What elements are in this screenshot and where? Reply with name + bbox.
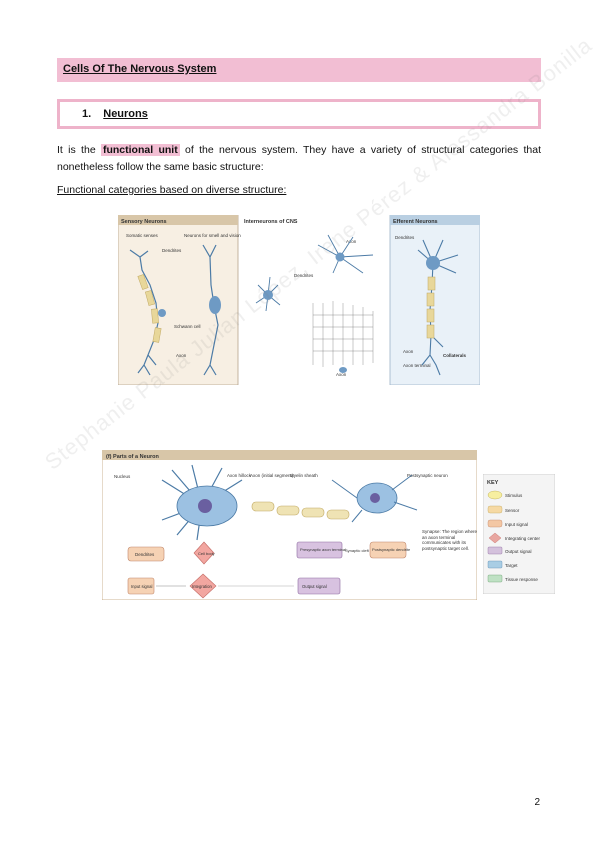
key-swatch-input	[487, 519, 503, 528]
synapse-note-box: Synapse: The region where an axon termin…	[422, 529, 477, 551]
parts-panel-frame	[102, 450, 477, 600]
parts-of-neuron-figure: (f) Parts of a Neuron Nucleus Axon hillo…	[102, 450, 477, 600]
output-signal-box	[297, 577, 341, 595]
integration-diamond	[189, 573, 217, 599]
myelin-sheath-label: Myelin sheath	[290, 473, 318, 478]
key-items: Stimulus Sensor Input signal Integrating…	[487, 490, 541, 583]
smell-neuron-label: Neurons for smell and vision	[184, 233, 241, 238]
efferent-panel-header	[390, 215, 480, 225]
intro-highlight: functional unit	[100, 144, 180, 156]
parts-panel-title: (f) Parts of a Neuron	[106, 454, 160, 460]
collaterals-label: Collaterals	[443, 353, 467, 358]
postsynaptic-dendrites	[331, 474, 418, 523]
key-swatch-stimulus	[487, 490, 503, 500]
efferent-cell-body	[426, 256, 440, 270]
key-title: KEY	[487, 480, 499, 486]
key-label-tissue-response: Tissue response	[505, 577, 538, 582]
postsynaptic-dendrite-label: Postsynaptic dendrite	[372, 547, 411, 552]
cell-body-label: Cell body	[198, 551, 215, 556]
categories-heading: Functional categories based on diverse s…	[57, 184, 287, 196]
key-label-target: Target	[505, 563, 518, 568]
postsynaptic-nucleus	[370, 493, 380, 503]
interneuron-axon-label: Axon	[346, 239, 357, 244]
presynaptic-box	[296, 541, 343, 559]
sensory-myelin-segments	[137, 274, 162, 343]
input-signal-label: Input signal	[131, 584, 152, 589]
key-label-stimulus: Stimulus	[505, 493, 523, 498]
integration-label: Integration	[192, 584, 212, 589]
intro-text-before: It is the	[57, 144, 101, 156]
synaptic-cleft-label: Synaptic cleft	[345, 548, 370, 553]
key-swatch-output	[487, 546, 503, 555]
key-swatch-tissue-response	[487, 574, 503, 583]
axon-hillock-label: Axon hillock	[227, 473, 252, 478]
page-number: 2	[534, 797, 540, 808]
color-key: KEY Stimulus Sensor Input signal Integra…	[483, 474, 555, 594]
efferent-axon-terminal-label: Axon terminal	[403, 363, 431, 368]
smell-cell-body	[209, 296, 221, 314]
sensory-panel	[118, 215, 239, 385]
intro-paragraph: It is the functional unit of the nervous…	[57, 142, 541, 176]
somatic-senses-label: Somatic senses	[126, 233, 159, 238]
parts-panel-header	[102, 450, 477, 460]
purkinje-cell-body	[339, 367, 347, 373]
efferent-myelin-segments	[426, 276, 436, 339]
initial-segment-label: Axon (initial segment)	[250, 473, 294, 478]
intro-text-after: of the nervous system. They have a varie…	[57, 144, 542, 173]
postsynaptic-dendrite-box	[369, 541, 407, 559]
section-title-bar: Cells Of The Nervous System	[57, 58, 541, 82]
sensory-cell-body	[158, 309, 166, 317]
presynaptic-label: Presynaptic axon terminal	[300, 547, 346, 552]
cell-body-diamond	[193, 541, 215, 565]
input-signal-box	[127, 577, 155, 595]
interneuron-axon-label-2: Axon	[336, 372, 347, 377]
synapse-note: Synapse: The region where an axon termin…	[422, 529, 477, 551]
sensory-dendrites-label: Dendrites	[162, 248, 182, 253]
output-signal-label: Output signal	[302, 584, 327, 589]
interneuron-cell-body-1	[263, 290, 273, 300]
myelin-sheath-segments	[251, 501, 350, 520]
interneuron-panel-title: Interneurons of CNS	[244, 219, 298, 225]
key-label-input: Input signal	[505, 522, 528, 527]
key-swatch-sensor	[487, 505, 503, 514]
key-swatch-integrating	[488, 532, 502, 544]
sensory-panel-header	[118, 215, 238, 225]
efferent-panel-title: Efferent Neurons	[393, 219, 438, 225]
section-title: Cells Of The Nervous System	[63, 63, 217, 75]
subsection-number: 1.	[82, 108, 92, 120]
interneuron-cell-body-2	[335, 252, 345, 262]
key-label-integrating: Integrating center	[505, 536, 541, 541]
efferent-panel	[389, 215, 480, 385]
subsection-title: Neurons	[103, 108, 148, 120]
sensory-panel-title: Sensory Neurons	[121, 219, 167, 225]
efferent-dendrites-label: Dendrites	[395, 235, 415, 240]
interneuron-dendrites-label: Dendrites	[294, 273, 314, 278]
key-label-sensor: Sensor	[505, 508, 520, 513]
key-label-output: Output signal	[505, 549, 532, 554]
interneuron-drawing	[255, 234, 374, 312]
purkinje-dendrite-tree	[312, 301, 374, 367]
nucleus-label: Nucleus	[114, 474, 131, 479]
dendrites-box	[127, 546, 165, 562]
subsection-title-bar: 1. Neurons	[57, 99, 541, 129]
efferent-axon-label: Axon	[403, 349, 414, 354]
neuron-categories-figure: Sensory Neurons Somatic senses Neurons f…	[118, 215, 480, 385]
key-swatch-target	[487, 560, 503, 569]
sensory-axon-label: Axon	[176, 353, 187, 358]
schwann-cell-label: Schwann cell	[174, 324, 201, 329]
postsynaptic-neuron-label: Postsynaptic neuron	[407, 473, 448, 478]
dendrites-label: Dendrites	[135, 552, 155, 557]
nucleus-shape	[198, 499, 212, 513]
